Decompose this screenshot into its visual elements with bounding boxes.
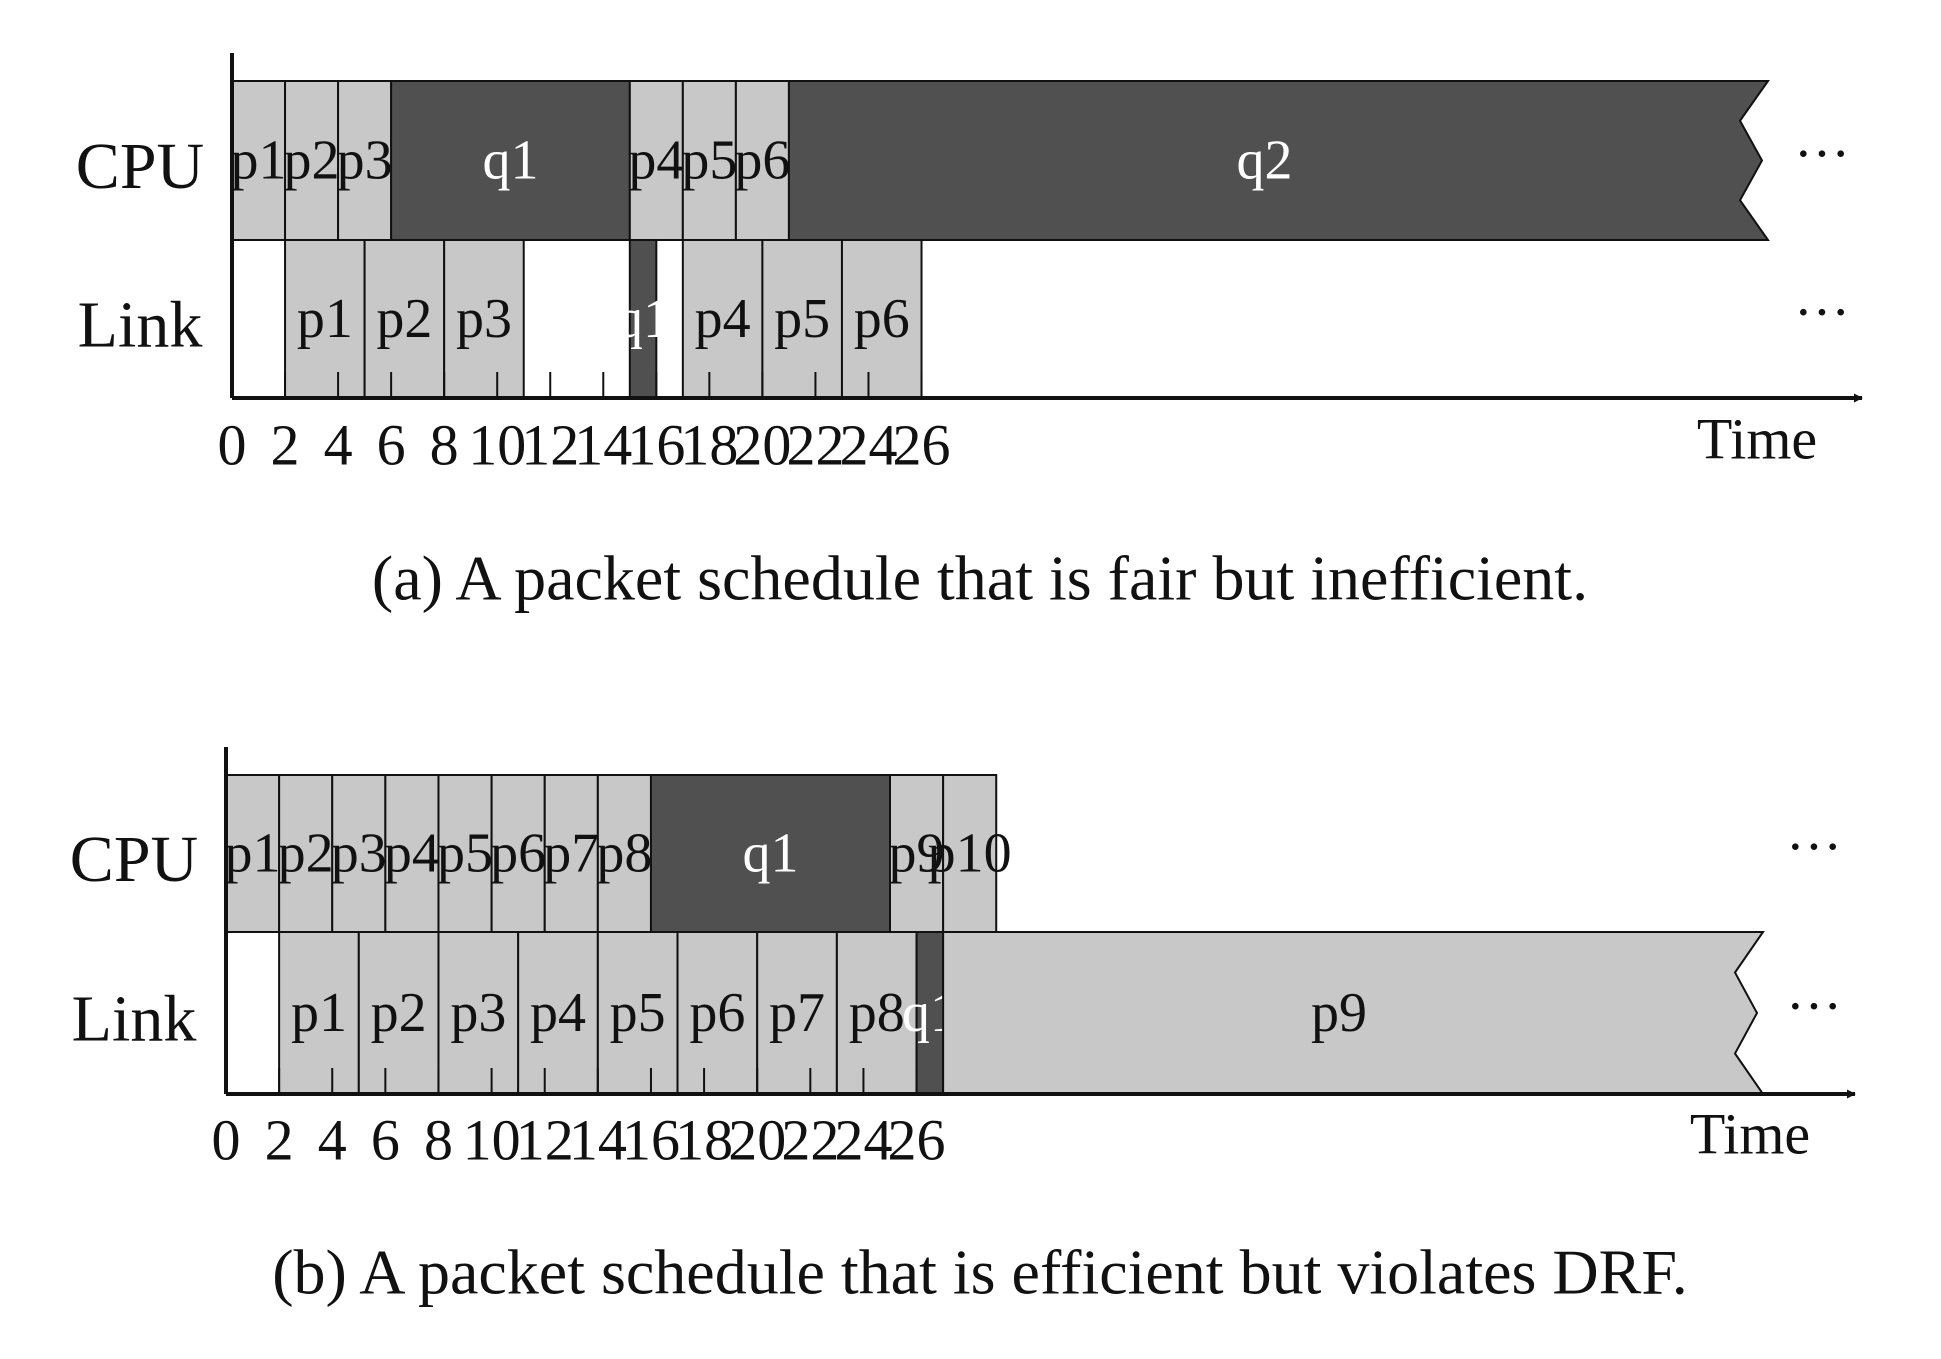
cpu-block-p4-label: p4 (384, 823, 440, 885)
link-block-p9-label: p9 (1311, 982, 1367, 1044)
cpu-block-p2-label: p2 (284, 130, 340, 192)
link-block-p4 (681, 239, 764, 399)
x-tick-label: 22 (786, 413, 844, 478)
cpu-block-q1-label: q1 (742, 823, 798, 885)
link-block-p4-label: p4 (695, 288, 751, 350)
link-block-q1-label: q1 (615, 288, 671, 350)
x-tick-label: 22 (781, 1108, 839, 1173)
x-tick-label: 14 (574, 413, 632, 478)
cpu-block-q1 (390, 80, 631, 241)
link-block-p8-label: p8 (849, 982, 905, 1044)
cpu-continuation-dots: ··· (1786, 817, 1842, 879)
cpu-block-p2 (284, 80, 340, 241)
x-tick-label: 14 (569, 1108, 627, 1173)
cpu-block-p5-label: p5 (681, 130, 737, 192)
x-tick-label: 6 (371, 1108, 400, 1173)
cpu-block-q1 (649, 774, 892, 933)
link-block-p1-label: p1 (297, 288, 353, 350)
cpu-block-p10-label: p10 (928, 823, 1012, 885)
row-label-cpu: CPU (76, 130, 204, 203)
cpu-block-p4-label: p4 (628, 130, 684, 192)
row-label-link: Link (72, 983, 197, 1056)
x-tick-label: 20 (733, 413, 791, 478)
x-tick-label: 4 (324, 413, 353, 478)
link-block-p3-label: p3 (450, 982, 506, 1044)
cpu-block-p9-label: p9 (889, 823, 945, 885)
x-tick-label: 2 (265, 1108, 294, 1173)
cpu-block-p1-label: p1 (225, 823, 281, 885)
link-block-p6-label: p6 (854, 288, 910, 350)
cpu-block-p6-label: p6 (490, 823, 546, 885)
link-block-p7 (756, 931, 838, 1095)
cpu-block-p10 (942, 774, 998, 933)
cpu-block-p5 (437, 774, 493, 933)
cpu-block-p5-label: p5 (437, 823, 493, 885)
link-block-p6-label: p6 (689, 982, 745, 1044)
link-block-p6 (676, 931, 759, 1095)
x-tick-label: 26 (888, 1108, 946, 1173)
x-tick-label: 8 (430, 413, 459, 478)
cpu-block-p2 (278, 774, 334, 933)
link-continuation-dots: ··· (1786, 976, 1842, 1038)
cpu-block-p1 (225, 774, 281, 933)
link-block-p3-label: p3 (456, 288, 512, 350)
link-block-p5-label: p5 (610, 982, 666, 1044)
x-tick-label: 16 (627, 413, 685, 478)
x-axis-title: Time (1697, 407, 1817, 472)
cpu-block-p1-label: p1 (231, 130, 287, 192)
cpu-block-p2-label: p2 (278, 823, 334, 885)
x-tick-label: 4 (318, 1108, 347, 1173)
cpu-block-p7-label: p7 (543, 823, 599, 885)
cpu-block-q2 (787, 80, 1770, 241)
x-tick-label: 12 (516, 1108, 574, 1173)
x-tick-label: 10 (468, 413, 526, 478)
link-block-p2-label: p2 (376, 288, 432, 350)
link-block-p1 (278, 931, 360, 1095)
x-tick-label: 18 (680, 413, 738, 478)
x-tick-label: 16 (622, 1108, 680, 1173)
x-tick-label: 10 (463, 1108, 521, 1173)
x-tick-label: 8 (424, 1108, 453, 1173)
x-tick-label: 24 (839, 413, 897, 478)
x-axis-title: Time (1690, 1102, 1810, 1167)
row-label-cpu: CPU (70, 823, 198, 896)
cpu-block-p3-label: p3 (337, 130, 393, 192)
x-tick-label: 18 (675, 1108, 733, 1173)
cpu-continuation-dots: ··· (1794, 124, 1850, 186)
cpu-block-p3-label: p3 (331, 823, 387, 885)
cpu-block-p8-label: p8 (596, 823, 652, 885)
cpu-block-q2-label: q2 (1236, 130, 1292, 192)
x-tick-label: 26 (893, 413, 951, 478)
link-block-p4-label: p4 (530, 982, 586, 1044)
x-tick-label: 0 (218, 413, 247, 478)
link-block-p5-label: p5 (774, 288, 830, 350)
x-tick-label: 12 (521, 413, 579, 478)
row-label-link: Link (78, 289, 203, 362)
link-continuation-dots: ··· (1794, 282, 1850, 344)
cpu-block-p4 (384, 774, 440, 933)
link-block-p6 (840, 239, 923, 399)
cpu-block-p6-label: p6 (734, 130, 790, 192)
link-block-p1-label: p1 (291, 982, 347, 1044)
panel-caption: (b) A packet schedule that is efficient … (272, 1237, 1688, 1308)
link-block-p5 (761, 239, 843, 399)
x-tick-label: 24 (834, 1108, 892, 1173)
link-block-p2-label: p2 (371, 982, 427, 1044)
panel-caption: (a) A packet schedule that is fair but i… (372, 543, 1588, 614)
cpu-block-q1-label: q1 (482, 130, 538, 192)
link-block-p7-label: p7 (769, 982, 825, 1044)
x-tick-label: 0 (212, 1108, 241, 1173)
cpu-block-p5 (681, 80, 737, 241)
x-tick-label: 2 (271, 413, 300, 478)
x-tick-label: 20 (728, 1108, 786, 1173)
x-tick-label: 6 (377, 413, 406, 478)
cpu-block-p8 (596, 774, 652, 933)
link-block-q1 (628, 239, 658, 399)
